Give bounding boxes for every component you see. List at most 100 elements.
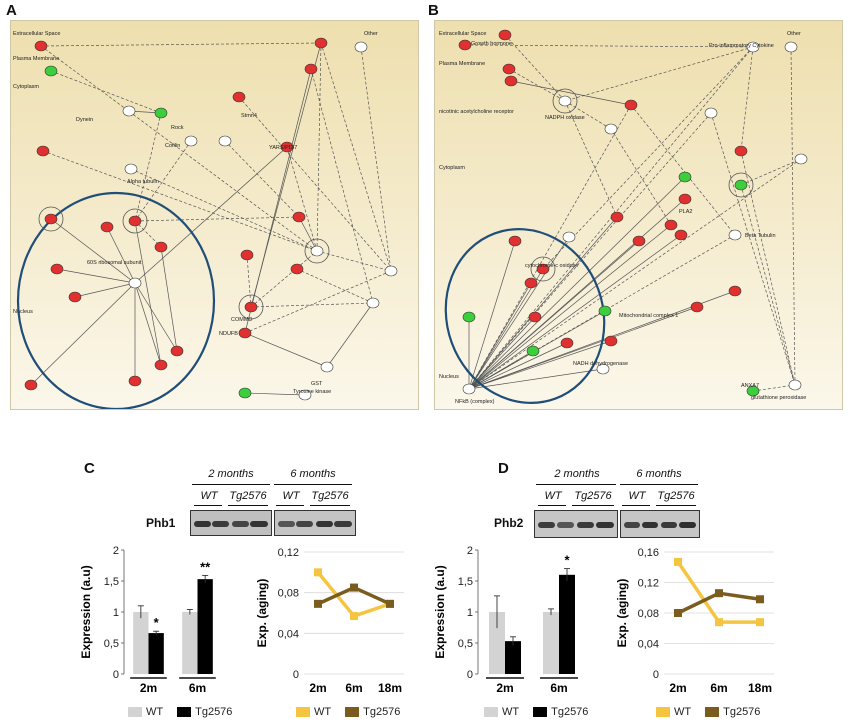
network-edge — [468, 176, 686, 390]
network-node — [524, 277, 538, 289]
network-edge — [360, 46, 392, 272]
network-node — [36, 145, 50, 157]
blot-d-bands-1 — [535, 511, 617, 537]
network-node — [788, 379, 802, 391]
network-edge — [468, 236, 570, 390]
network-node — [280, 141, 294, 153]
network-node — [100, 221, 114, 233]
network-edge — [564, 100, 618, 218]
network-node — [154, 241, 168, 253]
blot-c-group2-line — [274, 484, 352, 485]
network-edge — [740, 46, 754, 152]
node-ring — [530, 256, 556, 282]
network-node — [128, 215, 142, 227]
network-label: Dynein — [76, 117, 93, 123]
y-tick-label: 0,12 — [278, 547, 299, 559]
network-node — [24, 379, 38, 391]
network-node — [528, 311, 542, 323]
network-node — [122, 105, 136, 117]
x-tick-label: 6m — [345, 681, 362, 695]
network-edge — [238, 96, 392, 272]
network-label: NADH dehydrogenase — [573, 361, 628, 367]
network-edge — [134, 220, 162, 248]
data-point-tg2576 — [386, 599, 394, 608]
network-edge — [134, 282, 162, 366]
blot-c-g1-tg: Tg2576 — [229, 490, 267, 502]
network-edge — [468, 224, 672, 390]
network-edge — [510, 80, 632, 106]
network-edge — [134, 216, 300, 222]
significance-marker: ** — [200, 559, 211, 574]
legend-line-d: WT Tg2576 — [656, 706, 760, 718]
network-node — [128, 375, 142, 387]
network-edge — [130, 168, 318, 252]
network-node — [664, 219, 678, 231]
x-tick-label: 6m — [550, 681, 567, 695]
blot-d-image-1 — [534, 510, 618, 538]
network-edge — [630, 104, 736, 236]
network-node — [304, 63, 318, 75]
data-point-tg2576 — [756, 595, 764, 604]
blot-c-g2-tg: Tg2576 — [311, 490, 349, 502]
bar-tg2576-6m — [559, 574, 575, 674]
blot-d-g1-tg: Tg2576 — [574, 490, 612, 502]
network-label: PLA2 — [679, 209, 692, 215]
data-point-tg2576 — [674, 609, 682, 617]
x-tick-label: 2m — [140, 681, 157, 695]
network-edge — [710, 112, 796, 386]
network-edge — [752, 384, 796, 392]
network-node — [598, 305, 612, 317]
node-ring — [728, 172, 754, 198]
network-label: Other — [364, 31, 378, 37]
network-label: NFkB (complex) — [455, 399, 495, 405]
data-point-wt — [350, 612, 358, 621]
network-label: ANXA7 — [741, 383, 759, 389]
node-ring — [122, 208, 148, 234]
y-tick-label: 0 — [653, 669, 659, 681]
network-node — [560, 337, 574, 349]
blot-c-line-3 — [276, 505, 304, 506]
legend-swatch-wt-d — [484, 707, 498, 717]
network-node — [502, 63, 516, 75]
network-edge — [790, 46, 796, 386]
network-label: Extracellular Space — [13, 31, 60, 37]
network-edge — [468, 268, 544, 390]
network-node — [384, 265, 398, 277]
network-node — [604, 123, 618, 135]
blot-c-line-2 — [228, 505, 268, 506]
network-node — [734, 145, 748, 157]
network-edge — [134, 140, 192, 222]
network-edge — [30, 282, 136, 386]
network-node — [44, 65, 58, 77]
y-axis-label: Expression (a.u) — [79, 565, 93, 658]
y-tick-label: 0 — [113, 669, 119, 681]
network-edge — [468, 234, 682, 390]
y-tick-label: 1 — [113, 607, 119, 619]
network-node — [794, 153, 808, 165]
blot-c-protein: Phb1 — [146, 516, 176, 530]
network-edge — [468, 368, 604, 390]
blot-c-group1-line — [192, 484, 270, 485]
network-node — [462, 383, 476, 395]
blot-d-g1-wt: WT — [544, 490, 562, 502]
blot-d-g2-tg: Tg2576 — [657, 490, 695, 502]
network-node — [314, 37, 328, 49]
network-node — [746, 41, 760, 53]
network-label: Extracellular Space — [439, 31, 486, 37]
network-edge — [286, 146, 318, 252]
legend-line-c: WT Tg2576 — [296, 706, 400, 718]
network-node — [728, 229, 742, 241]
y-tick-label: 2 — [113, 545, 119, 557]
blot-d-line-2 — [572, 505, 614, 506]
network-edge — [610, 128, 672, 226]
network-label: Rock — [171, 125, 184, 131]
network-node — [508, 235, 522, 247]
network-node — [154, 107, 168, 119]
network-edge — [468, 240, 516, 390]
blot-d-line-3 — [622, 505, 650, 506]
x-tick-label: 6m — [710, 681, 727, 695]
